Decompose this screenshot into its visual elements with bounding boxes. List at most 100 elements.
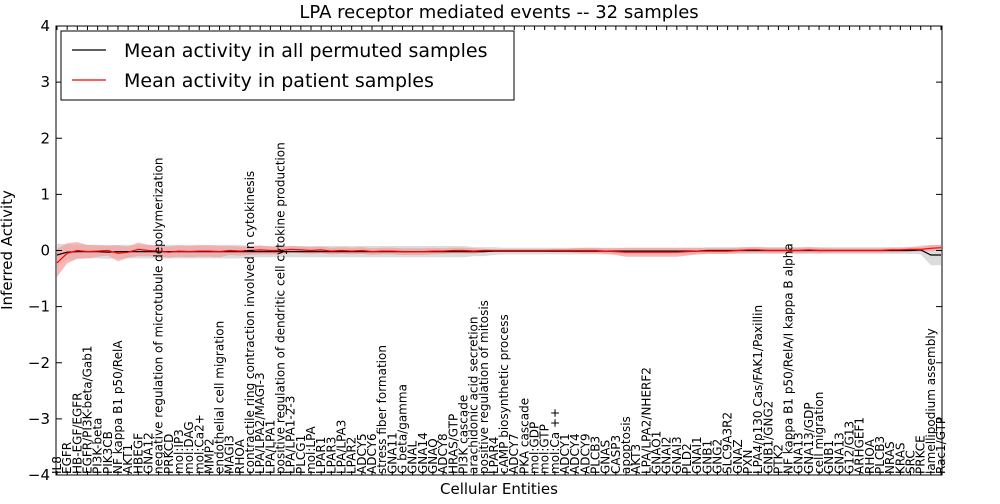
entity-label: LPA/LPA3: [335, 420, 349, 474]
legend-box: [60, 30, 515, 101]
entity-label: positive regulation of mitosis: [477, 300, 491, 474]
entity-label: MAGI3: [223, 435, 237, 474]
entity-label: GNAI3: [670, 436, 684, 474]
entity-label: EGFR/PI3K-beta/Gab1: [81, 345, 95, 474]
y-axis-label: Inferred Activity: [0, 190, 16, 310]
entity-label: AKT3: [629, 444, 643, 474]
entity-label: GNAO1: [650, 431, 664, 474]
entity-label: RHOA: [863, 438, 877, 474]
y-tick-label: −2: [28, 354, 50, 372]
entity-label: LPAR3: [324, 437, 338, 474]
entity-label: GNAQ: [426, 438, 440, 474]
entity-label: mol:GDP: [528, 422, 542, 474]
entity-label: GNA12: [141, 432, 155, 474]
entity-label: GNA13: [832, 432, 846, 474]
entity-label: PI3K cascade: [456, 395, 470, 474]
entity-label: GNAI2: [660, 436, 674, 474]
entity-label: lamellipodium assembly: [924, 328, 938, 474]
entity-label: GNA13: [792, 432, 806, 474]
entity-label: PRKCD: [162, 434, 176, 474]
entity-label: NRAS: [883, 441, 897, 474]
entity-label: G beta/gamma: [396, 384, 410, 474]
entity-label: NF kappa B1 p50/RelA: [111, 340, 125, 474]
entity-label: AKT1: [121, 444, 135, 474]
entity-label: LPA/LPA2/NHERF2: [639, 367, 653, 474]
entity-label: HBEGF: [131, 433, 145, 474]
legend: Mean activity in all permuted samples Me…: [60, 30, 515, 101]
entity-label: mol:Ca ++: [548, 408, 562, 474]
entity-label: LPA4/p130 Cas/FAK1/Paxillin: [751, 305, 765, 474]
entity-label: GNA14: [416, 432, 430, 474]
entity-label: contractile ring contraction involved in…: [243, 171, 257, 474]
entity-label: G12/G13: [843, 421, 857, 474]
entity-label: arachidonic acid secretion: [467, 317, 481, 474]
entity-label: GNA13/GDP: [802, 402, 816, 474]
entity-label: GNG2: [711, 439, 725, 474]
entity-label: PRKCE: [914, 435, 928, 474]
y-tick-label: 3: [40, 73, 50, 91]
y-tick-label: −1: [28, 298, 50, 316]
entity-label: PLD2: [680, 443, 694, 474]
x-axis-label: Cellular Entities: [440, 480, 558, 498]
entity-label: ADCY8: [436, 433, 450, 474]
entity-label: Rac1/GTP: [934, 417, 948, 474]
entity-label: IL8: [50, 456, 64, 474]
entity-label: LPAR4: [487, 437, 501, 474]
entity-label: positive regulation of dendritic cell cy…: [274, 142, 288, 474]
entity-label: RHOA: [233, 438, 247, 474]
entity-label: cAMP biosynthetic process: [497, 314, 511, 474]
entity-label: EGFR: [60, 442, 74, 474]
entity-label: PKA cascade: [517, 398, 531, 474]
entity-label: PXN: [741, 450, 755, 474]
entity-label: PTK2: [771, 444, 785, 474]
entity-label: MMP2: [202, 438, 216, 474]
entity-label: cell migration: [812, 392, 826, 474]
entity-label: LPA/LPA1-2-3: [284, 396, 298, 474]
entity-label: PI3K-beta: [91, 418, 105, 474]
entity-label: KRAS: [893, 442, 907, 474]
entity-label: LPAR2: [345, 437, 359, 474]
entity-label: PLCB3: [589, 436, 603, 474]
entity-label: endothelial cell migration: [213, 321, 227, 474]
entity-label: NF kappa B1 p50/RelA/I kappa B alpha: [782, 243, 796, 474]
entity-label: GNB1/GNG2: [761, 401, 775, 474]
chart-title: LPA receptor mediated events -- 32 sampl…: [299, 2, 698, 23]
y-tick-label: −4: [28, 466, 50, 484]
y-tick-label: −3: [28, 410, 50, 428]
entity-label: CASP3: [609, 435, 623, 474]
entity-label: mol:GTP: [538, 424, 552, 474]
entity-label: GNA11: [385, 432, 399, 474]
y-axis-ticks: −4 −3 −2 −1 0 1 2 3 4: [28, 17, 942, 484]
y-tick-label: 0: [40, 242, 50, 260]
entity-label: HRAS/GTP: [446, 414, 460, 474]
entity-label: mol:LPA: [304, 425, 318, 474]
entity-label: apoptosis: [619, 416, 633, 474]
entity-label: GNAZ: [731, 439, 745, 474]
entity-label: HB-EGF/EGFR: [70, 392, 84, 474]
entity-label: PLCG1: [294, 435, 308, 474]
entity-label: SRC: [904, 450, 918, 474]
entity-label: ADCY4: [568, 433, 582, 474]
line-series-1: [56, 247, 942, 264]
entity-label: GNB1: [822, 440, 836, 474]
entity-label: GNAI1: [690, 436, 704, 474]
legend-label-permuted: Mean activity in all permuted samples: [124, 40, 487, 62]
y-tick-label: 4: [40, 17, 50, 35]
entity-label: GNAL: [406, 441, 420, 474]
entity-label: negative regulation of microtubule depol…: [152, 157, 166, 474]
entity-label: PIK3CB: [101, 431, 115, 474]
entity-label: SLC9A3R2: [721, 412, 735, 474]
legend-label-patient: Mean activity in patient samples: [124, 70, 434, 92]
entity-label: ADCY1: [558, 433, 572, 474]
entity-labels: IL8EGFRHB-EGF/EGFREGFR/PI3K-beta/Gab1PI3…: [50, 142, 948, 474]
entity-label: mol:IP3: [172, 429, 186, 474]
entity-label: mol:DAG: [182, 421, 196, 474]
entity-label: LPAR1: [314, 437, 328, 474]
y-tick-label: 1: [40, 185, 50, 203]
entity-label: LPA/LPA1: [263, 420, 277, 474]
y-tick-label: 2: [40, 129, 50, 147]
entity-label: GNB1: [700, 440, 714, 474]
entity-label: stress fiber formation: [375, 345, 389, 474]
